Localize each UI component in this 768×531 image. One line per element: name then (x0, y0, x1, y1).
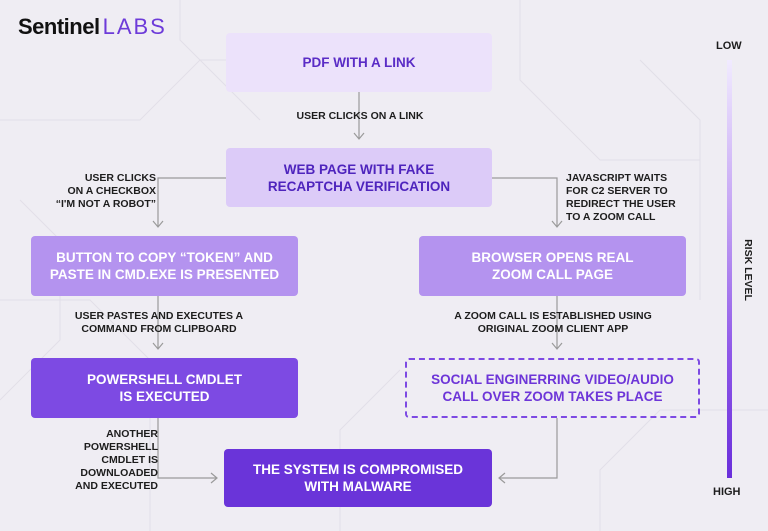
node-powershell-label: POWERSHELL CMDLET IS EXECUTED (87, 372, 242, 404)
edge-label-another-cmdlet: ANOTHER POWERSHELL CMDLET IS DOWNLOADED … (75, 428, 158, 492)
arrowhead (152, 220, 164, 228)
node-browser-zoom-page: BROWSER OPENS REAL ZOOM CALL PAGE (419, 236, 686, 296)
logo-part-1: Sentinel (18, 14, 100, 39)
edge-label-zoom-established: A ZOOM CALL IS ESTABLISHED USING ORIGINA… (454, 310, 652, 335)
edge-powershell-compromised (157, 418, 216, 479)
risk-gradient-bar (727, 60, 732, 478)
node-compromised-label: THE SYSTEM IS COMPROMISED WITH MALWARE (252, 462, 464, 494)
risk-level-label: RISK LEVEL (742, 239, 754, 301)
arrowhead (353, 132, 365, 140)
node-system-compromised: THE SYSTEM IS COMPROMISED WITH MALWARE (224, 449, 492, 507)
node-social-label: SOCIAL ENGINERRING VIDEO/AUDIO CALL OVER… (431, 372, 674, 404)
edge-social-compromised (500, 418, 558, 479)
arrowhead (551, 342, 563, 350)
node-button-label: BUTTON TO COPY “TOKEN” AND PASTE IN CMD.… (49, 250, 280, 282)
arrowhead (152, 342, 164, 350)
node-pdf-with-link: PDF WITH A LINK (226, 33, 492, 92)
node-fake-recaptcha-page: WEB PAGE WITH FAKE RECAPTCHA VERIFICATIO… (226, 148, 492, 207)
arrowhead (210, 472, 218, 484)
risk-low-label: LOW (716, 40, 742, 52)
node-powershell-executed: POWERSHELL CMDLET IS EXECUTED (31, 358, 298, 418)
node-pdf-label: PDF WITH A LINK (302, 55, 416, 70)
edge-label-user-pastes: USER PASTES AND EXECUTES A COMMAND FROM … (74, 310, 244, 335)
edge-label-clicks-link: USER CLICKS ON A LINK (296, 110, 424, 122)
edge-label-clicks-checkbox: USER CLICKS ON A CHECKBOX “I'M NOT A ROB… (55, 172, 156, 210)
node-social-engineering-call: SOCIAL ENGINERRING VIDEO/AUDIO CALL OVER… (405, 358, 700, 418)
node-browser-label: BROWSER OPENS REAL ZOOM CALL PAGE (471, 250, 634, 282)
edge-webpage-browser (492, 177, 558, 226)
node-webpage-label: WEB PAGE WITH FAKE RECAPTCHA VERIFICATIO… (267, 161, 451, 194)
edge-label-js-waits: JAVASCRIPT WAITS FOR C2 SERVER TO REDIRE… (566, 172, 676, 223)
node-copy-token-button: BUTTON TO COPY “TOKEN” AND PASTE IN CMD.… (31, 236, 298, 296)
arrowhead (551, 220, 563, 228)
logo-part-2: LABS (102, 14, 167, 39)
edge-webpage-button (157, 177, 226, 226)
arrowhead (498, 472, 506, 484)
risk-high-label: HIGH (713, 486, 741, 498)
